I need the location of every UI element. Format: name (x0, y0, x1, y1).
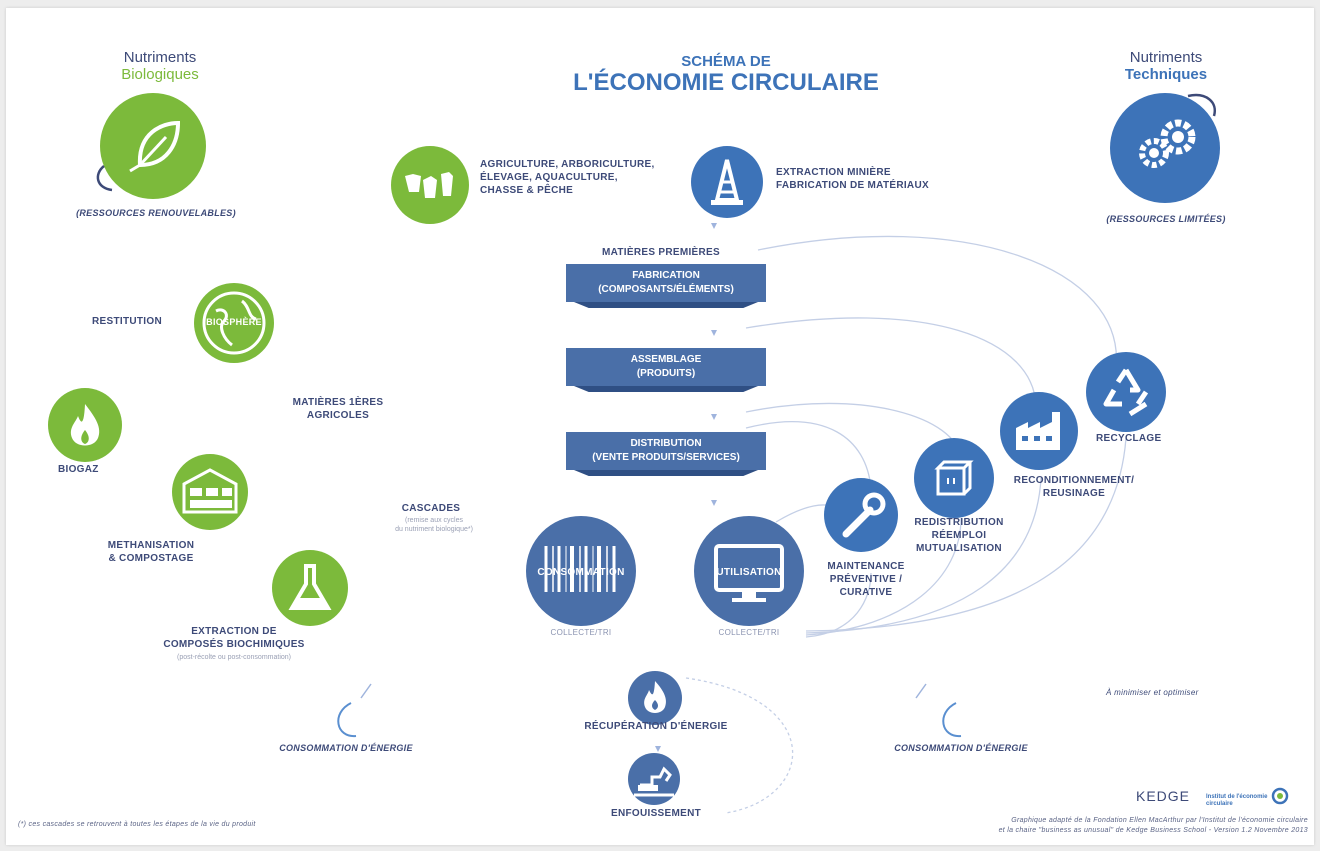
monitor-icon (714, 544, 784, 602)
biosphere-label: BIOSPHÈRE (206, 317, 262, 327)
energy-right-label: CONSOMMATION D'ÉNERGIE (894, 743, 1028, 753)
refurbish-circle (1000, 392, 1078, 470)
extraction-label: EXTRACTION DE COMPOSÉS BIOCHIMIQUES (163, 626, 305, 650)
biogas-label: BIOGAZ (58, 464, 99, 475)
diagram-sheet: Nutriments Biologiques (RESSOURCES RENOU… (6, 8, 1314, 845)
left-header-line2: Biologiques (121, 66, 199, 83)
title-line1: SCHÉMA DE (681, 53, 771, 70)
redistribution-circle (914, 438, 994, 518)
methanisation-circle (172, 454, 248, 530)
leaf-orbit-icon (96, 165, 113, 192)
assembly-band: ASSEMBLAGE (PRODUITS) (566, 348, 766, 386)
biogas-circle (48, 388, 122, 462)
mining-circle (691, 146, 763, 218)
right-header-subtitle: (RESSOURCES LIMITÉES) (1106, 214, 1226, 224)
gears-orbit-icon (1187, 93, 1217, 117)
factory-icon (1016, 412, 1060, 450)
raw-materials-label: MATIÈRES PREMIÈRES (601, 247, 720, 258)
maintenance-circle (824, 478, 898, 552)
energy-recovery-label: RÉCUPÉRATION D'ÉNERGIE (584, 721, 728, 732)
collect-right-label: COLLECTE/TRI (718, 628, 780, 637)
page-title: SCHÉMA DE L'ÉCONOMIE CIRCULAIRE (546, 53, 906, 96)
credit-line2: et la chaire "business as unusual" de Ke… (998, 827, 1308, 834)
excavator-icon (634, 766, 674, 797)
leaf-icon (129, 120, 181, 173)
gears-icon (1139, 119, 1196, 168)
institute-logo-text: Institut de l'économie circulaire (1206, 794, 1268, 807)
usage-circle: UTILISATION (694, 516, 804, 626)
agriculture-circle (391, 146, 469, 224)
restitution-label: RESTITUTION (92, 316, 162, 327)
recycle-icon (1103, 368, 1149, 417)
farm-animals-icon (405, 172, 453, 198)
recycling-label: RECYCLAGE (1096, 433, 1162, 444)
fabrication-band: FABRICATION (COMPOSANTS/ÉLÉMENTS) (566, 264, 766, 302)
gears-circle (1110, 93, 1220, 203)
consumption-circle: CONSOMMATION (526, 516, 636, 626)
institute-logo: Institut de l'économie circulaire (1206, 786, 1296, 810)
left-header-subtitle: (RESSOURCES RENOUVELABLES) (76, 208, 236, 218)
leaf-circle (100, 93, 206, 199)
barcode-icon (544, 546, 616, 592)
recycling-circle (1086, 352, 1166, 432)
landfill-label: ENFOUISSEMENT (610, 808, 702, 819)
agriculture-label: AGRICULTURE, ARBORICULTURE, ÉLEVAGE, AQU… (480, 159, 655, 196)
kedge-logo: KEDGE (1136, 788, 1191, 804)
refurbish-label: RECONDITIONNEMENT/ REUSINAGE (1013, 475, 1135, 499)
extraction-note: (post-récolte ou post-consommation) (177, 654, 291, 661)
collect-left-label: COLLECTE/TRI (550, 628, 612, 637)
biosphere-circle: BIOSPHÈRE (194, 283, 274, 363)
maintenance-label: MAINTENANCE PRÉVENTIVE / CURATIVE (827, 561, 905, 598)
methanisation-label: METHANISATION & COMPOSTAGE (107, 540, 195, 564)
boxes-icon (934, 460, 974, 496)
flame-icon (644, 681, 666, 713)
usage-label: UTILISATION (716, 567, 782, 578)
redistribution-label: REDISTRIBUTION RÉEMPLOI MUTUALISATION (914, 517, 1004, 554)
right-header-line2: Techniques (1124, 66, 1208, 83)
footnote: (*) ces cascades se retrouvent à toutes … (18, 821, 256, 828)
mining-label: EXTRACTION MINIÈRE FABRICATION DE MATÉRI… (776, 167, 929, 191)
minimize-note: À minimiser et optimiser (1106, 688, 1199, 697)
flask-icon (288, 564, 332, 610)
flow-connectors (337, 223, 1127, 814)
cascades-label: CASCADES (401, 503, 461, 514)
energy-left-label: CONSOMMATION D'ÉNERGIE (279, 743, 413, 753)
institute-logo-icon (1271, 787, 1289, 805)
agri-materials-label: MATIÈRES 1ères AGRICOLES (292, 397, 384, 421)
left-header: Nutriments Biologiques (90, 49, 230, 83)
wrench-icon (842, 492, 886, 538)
right-header-line1: Nutriments (1129, 49, 1203, 66)
left-header-line1: Nutriments (123, 49, 197, 66)
cascades-note: (remise aux cycles du nutriment biologiq… (395, 517, 473, 533)
globe-icon (202, 291, 266, 355)
title-line2: L'ÉCONOMIE CIRCULAIRE (573, 69, 879, 96)
energy-recovery-circle (628, 671, 682, 725)
drilling-rig-icon (711, 159, 743, 205)
consumption-label: CONSOMMATION (537, 567, 625, 578)
distribution-band: DISTRIBUTION (VENTE PRODUITS/SERVICES) (566, 432, 766, 470)
right-header: Nutriments Techniques (1096, 49, 1236, 83)
warehouse-icon (182, 468, 238, 514)
extraction-circle (272, 550, 348, 626)
credit-line1: Graphique adapté de la Fondation Ellen M… (1011, 817, 1308, 824)
flame-icon (70, 404, 100, 446)
landfill-circle (628, 753, 680, 805)
